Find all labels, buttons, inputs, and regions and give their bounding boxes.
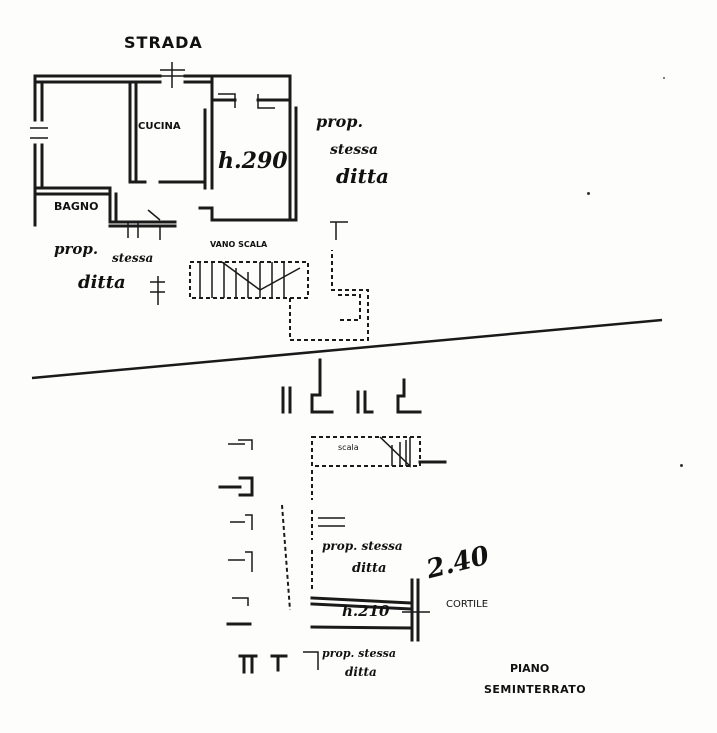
neighbor-mid-line-2: ditta (352, 561, 387, 576)
neighbor-left-line-1: prop. (54, 240, 99, 258)
neighbor-right-line-2: stessa (330, 142, 379, 158)
neighbor-right-line-3: ditta (336, 164, 390, 188)
neighbor-right-line-1: prop. (316, 112, 364, 131)
neighbor-bottom-line-2: ditta (345, 665, 377, 679)
scan-speck (663, 77, 665, 79)
kitchen-label: CUCINA (138, 121, 181, 132)
neighbor-bottom-line-1: prop. stessa (322, 647, 396, 660)
scan-speck (587, 192, 590, 195)
neighbor-mid-line-1: prop. stessa (322, 539, 403, 553)
upper-stair (189, 250, 369, 341)
bath-label: BAGNO (54, 200, 99, 213)
floor-title-line-2: SEMINTERRATO (484, 683, 587, 696)
section-divider-line (31, 318, 663, 380)
scan-speck (680, 464, 683, 467)
stair-label-upper: VANO SCALA (210, 240, 268, 249)
lower-height-label: h.210 (342, 602, 390, 620)
upper-plan-walls (30, 62, 348, 305)
room-height-label: h.290 (218, 148, 288, 174)
neighbor-left-line-3: ditta (78, 272, 126, 293)
floor-title-line-1: PIANO (510, 662, 550, 675)
neighbor-left-line-2: stessa (112, 251, 154, 265)
stair-label-lower: scala (338, 443, 359, 452)
street-label: STRADA (124, 33, 203, 52)
lower-plan-walls (218, 358, 447, 674)
courtyard-label: CORTILE (446, 599, 489, 610)
